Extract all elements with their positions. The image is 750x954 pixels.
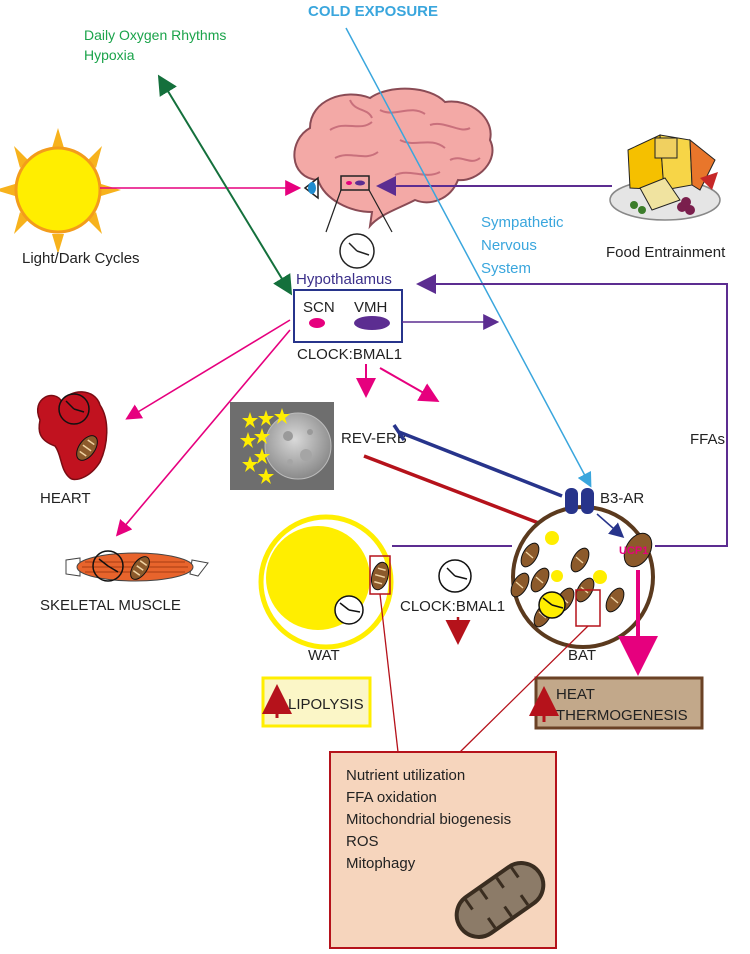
heart-icon (37, 391, 108, 481)
bat-cell-icon (510, 505, 655, 649)
vmh-dot (354, 316, 390, 330)
nutrient-item-4: Mitophagy (346, 855, 416, 872)
thermogenesis-label: THERMOGENESIS (556, 707, 688, 724)
food-plate-icon (609, 134, 721, 221)
wat-label: WAT (308, 647, 340, 664)
nutrient-item-3: ROS (346, 833, 379, 850)
clock-to-reverb-arrow-2 (379, 367, 440, 402)
scn-to-heart-arrow (125, 319, 291, 420)
scn-label: SCN (303, 299, 335, 316)
brain-hypothalamus-box (340, 175, 370, 191)
heart-label: HEART (40, 490, 91, 507)
sun-icon (0, 128, 121, 254)
skeletal-muscle-label: SKELETAL MUSCLE (40, 597, 181, 614)
rev-erb-label: REV-ERB (341, 430, 407, 447)
heat-label: HEAT (556, 686, 595, 703)
scn-dot (309, 318, 325, 328)
mitochondrion-icon (454, 861, 546, 939)
bat-label: BAT (568, 647, 596, 664)
b3ar-to-ucp1-arrow (596, 513, 625, 538)
oxygen-rhythms-label: Daily Oxygen Rhythms (84, 27, 226, 43)
moon-night-icon (230, 402, 334, 490)
hypoxia-label: Hypoxia (84, 47, 135, 63)
brain-icon (293, 87, 494, 230)
hypothalamus-clock-icon (339, 233, 375, 269)
lipolysis-label: LIPOLYSIS (288, 696, 364, 713)
nutrient-item-2: Mitochondrial biogenesis (346, 811, 511, 828)
clock-bmal1-mid-label: CLOCK:BMAL1 (400, 598, 505, 615)
vmh-label: VMH (354, 299, 387, 316)
cold-exposure-label: COLD EXPOSURE (308, 3, 438, 20)
nutrient-item-1: FFA oxidation (346, 789, 437, 806)
ffas-label: FFAs (690, 431, 725, 448)
scn-to-muscle-arrow (115, 329, 291, 537)
wat-cell-icon (258, 514, 394, 650)
b3ar-label: B3-AR (600, 490, 644, 507)
sns-label-3: System (481, 260, 531, 277)
clock-bmal1-top-label: CLOCK:BMAL1 (297, 346, 402, 363)
wat-zoom-line (379, 593, 399, 753)
oxygen-double-arrow (157, 74, 293, 296)
skeletal-muscle-icon (65, 550, 209, 582)
brain-scn-dot (346, 181, 352, 185)
sns-label-1: Sympathetic (481, 214, 564, 231)
sns-label-2: Nervous (481, 237, 537, 254)
clock-bmal1-mid-clock-icon (438, 559, 472, 593)
scn-vmh-box (293, 289, 403, 343)
light-dark-label: Light/Dark Cycles (22, 250, 140, 267)
food-entrainment-label: Food Entrainment (606, 244, 726, 261)
ucp1-label: UCP1 (619, 545, 648, 557)
hypothalamus-label: Hypothalamus (296, 271, 392, 288)
brain-vmh-dot (355, 180, 365, 186)
reverb-inhibit-b3ar (392, 424, 563, 498)
b3ar-receptor-icon (565, 488, 594, 514)
eye-icon (303, 176, 319, 200)
bat-zoom-line (459, 625, 589, 753)
cold-to-b3ar-arrow (345, 27, 592, 488)
ffa-feedback-line (416, 274, 728, 547)
nutrient-item-0: Nutrient utilization (346, 767, 465, 784)
